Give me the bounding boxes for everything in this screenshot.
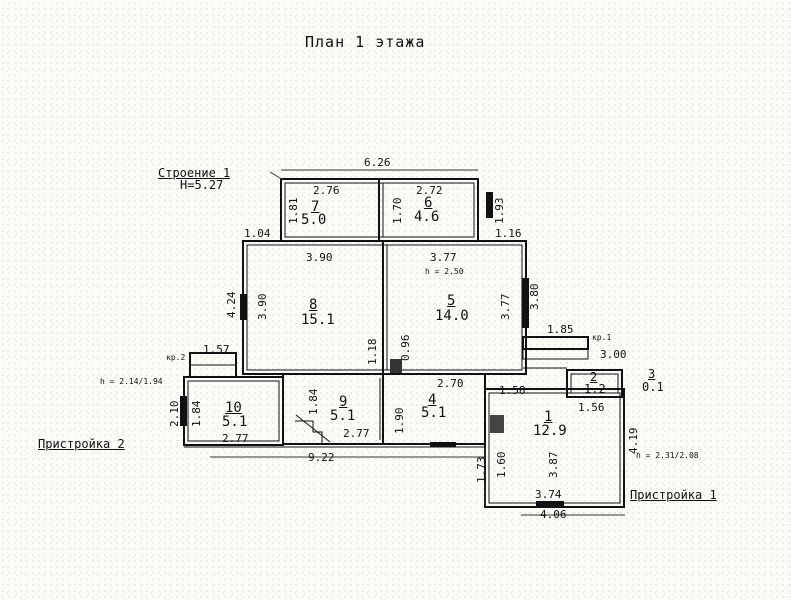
dim-9-22: 9.22	[308, 451, 335, 464]
room-9-area: 5.1	[330, 408, 356, 424]
dim-1-73: 1.73	[475, 456, 488, 484]
dim-1-93: 1.93	[493, 197, 506, 225]
annex-2-label: Пристройка 2	[38, 437, 125, 451]
room-2-area: 1.2	[584, 382, 606, 396]
room-10-area: 5.1	[222, 414, 248, 430]
dim-3-90-top: 3.90	[306, 251, 333, 264]
dim-1-18: 1.18	[366, 338, 379, 366]
room-1-number: 1	[544, 409, 553, 425]
room-6-area: 4.6	[414, 209, 440, 225]
room-8-area: 15.1	[301, 312, 335, 328]
room-1-area: 12.9	[533, 423, 567, 439]
dim-1-85: 1.85	[547, 323, 574, 336]
dim-2-70: 2.70	[437, 377, 464, 390]
dim-1-16: 1.16	[495, 227, 522, 240]
ceiling-height-annex-2: h = 2.14/1.94	[100, 377, 163, 386]
room-7-area: 5.0	[301, 212, 327, 228]
dim-1-84-annex2: 1.84	[190, 400, 203, 428]
room-6-number: 6	[424, 195, 433, 211]
dim-3-74: 3.74	[535, 488, 562, 501]
dim-2-10: 2.10	[168, 400, 181, 428]
room-10-number: 10	[225, 400, 242, 416]
dim-2-72: 2.72	[416, 184, 443, 197]
dim-6-26: 6.26	[364, 156, 391, 169]
dim-4-06: 4.06	[540, 508, 567, 521]
ceiling-height-annex-1: h = 2.31/2.08	[636, 451, 699, 460]
room-5-area: 14.0	[435, 308, 469, 324]
porch-kr1	[522, 336, 589, 350]
dim-2-77-room9: 2.77	[343, 427, 370, 440]
dim-3-77-top: 3.77	[430, 251, 457, 264]
dim-1-57: 1.57	[203, 343, 230, 356]
room-9-number: 9	[339, 394, 348, 410]
dim-2-76: 2.76	[313, 184, 340, 197]
porch-kr1-label: кр.1	[592, 333, 612, 342]
dim-1-90: 1.90	[393, 407, 406, 435]
dim-1-04: 1.04	[244, 227, 271, 240]
room-3-number: 3	[648, 367, 656, 381]
dim-1-70: 1.70	[391, 197, 404, 225]
wall-room-2	[566, 369, 623, 398]
room-7-number: 7	[311, 199, 320, 215]
dim-3-87: 3.87	[547, 451, 560, 479]
room-4-number: 4	[428, 392, 437, 408]
wall-main-body	[242, 240, 527, 375]
room-8-number: 8	[309, 297, 318, 313]
dim-1-81: 1.81	[287, 197, 300, 225]
room-3-area: 0.1	[642, 380, 664, 394]
dim-3-90-side: 3.90	[256, 293, 269, 321]
dim-1-60: 1.60	[495, 451, 508, 479]
room-4-area: 5.1	[421, 405, 447, 421]
dim-3-77-side: 3.77	[499, 293, 512, 321]
dim-1-84-room9: 1.84	[307, 388, 320, 416]
room-2-number: 2	[590, 370, 598, 384]
building-height: Н=5.27	[180, 178, 224, 192]
dim-2-77-annex2: 2.77	[222, 432, 249, 445]
dim-4-24: 4.24	[225, 291, 238, 319]
dim-3-00: 3.00	[600, 348, 627, 361]
annex-1-label: Пристройка 1	[630, 488, 717, 502]
plan-title: План 1 этажа	[305, 33, 426, 51]
building-name: Строение 1	[158, 166, 231, 180]
ceiling-height-main: h = 2.50	[425, 267, 464, 276]
room-5-number: 5	[447, 293, 456, 309]
dim-3-80: 3.80	[528, 283, 541, 311]
dim-4-19: 4.19	[627, 427, 640, 455]
dim-0-96: 0.96	[399, 334, 412, 362]
porch-kr2-label: кр.2	[166, 353, 186, 362]
dim-1-56: 1.56	[578, 401, 605, 414]
dim-1-58: 1.58	[499, 384, 526, 397]
